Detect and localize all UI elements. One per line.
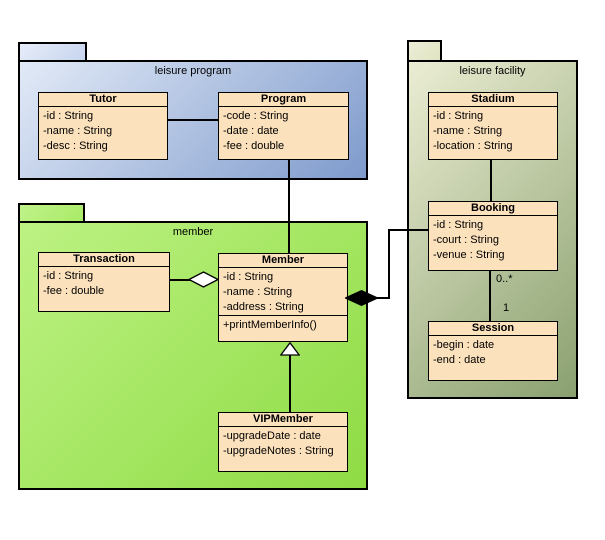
class-tutor-attribute: -desc : String [43, 140, 108, 152]
class-program-attribute: -fee : double [223, 140, 285, 152]
class-transaction[interactable]: Transaction -id : String -fee : double [38, 252, 170, 312]
association-tutor-program-line[interactable] [168, 119, 218, 121]
class-tutor-name: Tutor [39, 93, 167, 107]
class-transaction-attribute: -id : String [43, 270, 94, 282]
class-stadium[interactable]: Stadium -id : String -name : String -loc… [428, 92, 558, 160]
class-program-attribute: -code : String [223, 110, 289, 122]
aggregation-transaction-member-line[interactable] [170, 279, 190, 281]
class-booking-attribute: -venue : String [433, 249, 505, 261]
generalization-vipmember-member-line[interactable] [289, 355, 291, 412]
association-program-member-line[interactable] [288, 160, 290, 253]
class-session-attribute: -end : date [433, 354, 486, 366]
class-transaction-attribute: -fee : double [43, 285, 105, 297]
association-booking-session-line[interactable] [489, 271, 491, 321]
class-booking-attribute: -id : String [433, 219, 484, 231]
package-leisure-program-title: leisure program [154, 65, 232, 77]
class-stadium-attribute: -location : String [433, 140, 513, 152]
class-member-operation: +printMemberInfo() [223, 319, 317, 331]
class-member-attribute: -address : String [223, 301, 304, 313]
package-leisure-facility-title: leisure facility [459, 65, 526, 77]
class-vipmember-name: VIPMember [219, 413, 347, 427]
class-member-name: Member [219, 254, 347, 268]
class-session[interactable]: Session -begin : date -end : date [428, 321, 558, 381]
class-session-attribute: -begin : date [433, 339, 495, 351]
class-program-name: Program [219, 93, 348, 107]
association-stadium-booking-line[interactable] [490, 160, 492, 201]
class-program-attribute: -date : date [223, 125, 279, 137]
class-vipmember-attribute: -upgradeDate : date [223, 430, 321, 442]
multiplicity-label-booking-end: 0..* [496, 273, 513, 285]
package-leisure-program-tab[interactable] [18, 42, 87, 62]
class-member-attribute: -name : String [223, 286, 293, 298]
class-program[interactable]: Program -code : String -date : date -fee… [218, 92, 349, 160]
class-tutor[interactable]: Tutor -id : String -name : String -desc … [38, 92, 168, 160]
composition-member-booking-line-segment-2[interactable] [388, 229, 390, 299]
class-tutor-attribute: -id : String [43, 110, 94, 122]
class-member-attribute: -id : String [223, 271, 274, 283]
class-tutor-attribute: -name : String [43, 125, 113, 137]
class-member[interactable]: Member -id : String -name : String -addr… [218, 253, 348, 342]
class-booking-attribute: -court : String [433, 234, 500, 246]
aggregation-hollow-diamond-icon[interactable] [188, 271, 219, 288]
composition-filled-diamond-icon[interactable] [345, 290, 378, 306]
class-vipmember[interactable]: VIPMember -upgradeDate : date -upgradeNo… [218, 412, 348, 472]
package-member-title: member [172, 226, 214, 238]
class-transaction-name: Transaction [39, 253, 169, 267]
composition-member-booking-line-segment-3[interactable] [389, 229, 428, 231]
class-stadium-name: Stadium [429, 93, 557, 107]
class-stadium-attribute: -id : String [433, 110, 484, 122]
class-stadium-attribute: -name : String [433, 125, 503, 137]
composition-member-booking-line-segment-1[interactable] [376, 297, 390, 299]
class-session-name: Session [429, 322, 557, 336]
multiplicity-label-session-end: 1 [503, 302, 510, 314]
package-leisure-facility-tab[interactable] [407, 40, 442, 62]
class-vipmember-attribute: -upgradeNotes : String [223, 445, 334, 457]
class-booking-name: Booking [429, 202, 557, 216]
package-member-tab[interactable] [18, 203, 85, 223]
generalization-hollow-triangle-icon[interactable] [280, 342, 300, 356]
class-booking[interactable]: Booking -id : String -court : String -ve… [428, 201, 558, 271]
